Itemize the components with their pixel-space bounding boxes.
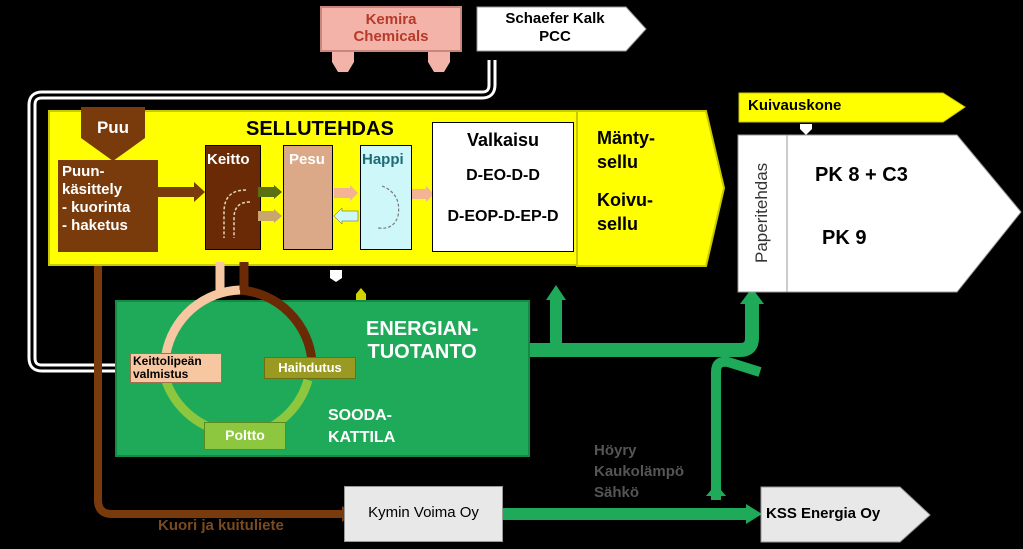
combustion-label: Poltto	[225, 427, 265, 443]
schaefer-kalk-label: Schaefer Kalk PCC	[505, 10, 605, 45]
hardwood-pulp-label: Koivu- sellu	[597, 190, 653, 234]
dryer-connector-icon	[800, 124, 812, 135]
kemira-chemicals-box	[320, 6, 462, 52]
evaporation-label: Haihdutus	[278, 360, 342, 375]
digester-dashed-icon	[223, 189, 251, 238]
cooking-box	[205, 145, 261, 250]
wood-handling-box	[58, 160, 158, 252]
evaporation-box	[264, 357, 356, 379]
bleaching-title: Valkaisu	[466, 130, 540, 150]
paper-mill-label: Paperitehdas	[752, 162, 771, 263]
kss-arrowhead	[746, 504, 762, 524]
chips-arrow-icon	[158, 182, 205, 202]
bleaching-sequence-1: D-EO-D-D	[466, 167, 540, 184]
oxygen-box	[360, 145, 412, 250]
kss-energia-label: KSS Energia Oy	[766, 505, 881, 522]
oxygen-label: Happi	[362, 151, 404, 168]
chemical-recovery-cycle	[159, 262, 317, 437]
yellow-connector-icon	[356, 288, 366, 300]
pulp-mill-title: SELLUTEHDAS	[246, 118, 394, 140]
kemira-feed-arrows-icon	[332, 52, 450, 72]
combustion-box	[204, 422, 286, 450]
paper-machine-2-label: PK 9	[822, 227, 867, 249]
dryer-label: Kuivauskone	[748, 97, 842, 114]
white-connector-icon	[330, 270, 342, 282]
oxygen-to-bleaching-arrow-icon	[412, 186, 434, 202]
bark-fiber-label: Kuori ja kuituliete	[158, 517, 284, 534]
wood-label: Puu	[96, 118, 130, 137]
kss-return-line	[711, 356, 762, 500]
cooking-label: Keitto	[207, 151, 250, 168]
bleaching-sequence-2: D-EOP-D-EP-D	[447, 208, 559, 225]
kymin-voima-box	[344, 486, 503, 542]
liquor-prep-label: Keittolipeän valmistus	[133, 354, 202, 381]
schaefer-kalk-box	[476, 6, 647, 52]
wood-input-shape	[81, 107, 145, 161]
pulp-arrowhead	[546, 285, 566, 300]
washing-box	[283, 145, 333, 250]
liquor-prep-box	[130, 353, 222, 383]
washing-label: Pesu	[289, 151, 325, 168]
paper-machine-1-label: PK 8 + C3	[815, 164, 908, 186]
bleaching-box	[432, 122, 574, 252]
washing-oxygen-arrows-icon	[334, 185, 359, 225]
cooking-to-washing-arrows-icon	[258, 185, 282, 223]
pulp-output-arrow	[576, 110, 726, 267]
return-arrowhead	[706, 484, 726, 496]
softwood-pulp-label: Mänty- sellu	[597, 128, 655, 172]
recovery-boiler-label: SOODA- KATTILA	[328, 407, 396, 446]
oxygen-reactor-dashed-icon	[377, 185, 400, 229]
kss-energia-arrow	[760, 486, 931, 543]
pcc-pipe-core	[30, 60, 494, 370]
paper-mill-arrow	[737, 134, 1022, 293]
energy-production-title: ENERGIAN- TUOTANTO	[366, 318, 479, 363]
kemira-chemicals-label: Kemira Chemicals	[353, 11, 429, 45]
bark-line	[94, 262, 342, 518]
dryer-arrow	[738, 92, 966, 123]
paper-arrowhead	[740, 288, 764, 304]
utilities-label: Höyry Kaukolämpö Sähkö	[594, 442, 685, 501]
energy-to-paper-line	[530, 300, 759, 357]
kymin-voima-label: Kymin Voima Oy	[368, 504, 479, 521]
wood-handling-label: Puun- käsittely - kuorinta - haketus	[62, 163, 131, 234]
